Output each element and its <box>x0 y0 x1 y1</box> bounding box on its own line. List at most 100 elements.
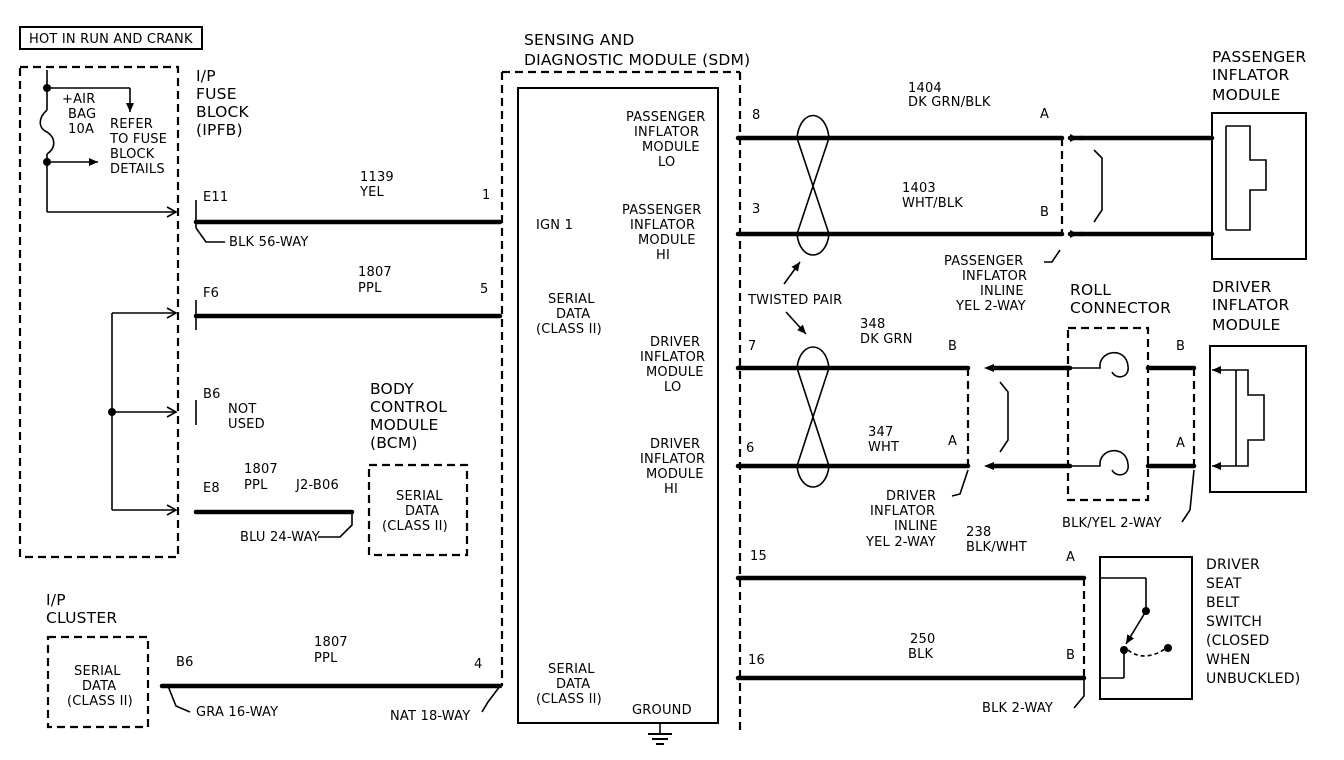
ipfb-block: +AIR BAG 10A REFER TO FUSE BLOCK DETAILS… <box>18 65 250 559</box>
svg-text:DATA: DATA <box>556 307 590 322</box>
svg-text:BLOCK: BLOCK <box>110 147 155 162</box>
svg-text:CONNECTOR: CONNECTOR <box>1070 299 1171 317</box>
twisted-pair-driver <box>796 346 830 488</box>
svg-text:SERIAL: SERIAL <box>74 664 121 679</box>
svg-text:SENSING AND: SENSING AND <box>524 31 635 49</box>
passenger-inflator-module: PASSENGER INFLATOR MODULE <box>1211 48 1307 260</box>
svg-text:INFLATOR: INFLATOR <box>1212 296 1290 314</box>
svg-text:CLUSTER: CLUSTER <box>46 609 117 627</box>
driver-inline-connector: DRIVER INFLATOR INLINE YEL 2-WAY <box>865 364 1073 550</box>
wire-1139: 1139 YEL 1 <box>193 170 503 225</box>
svg-text:PASSENGER: PASSENGER <box>626 110 705 125</box>
sdm-module: SENSING AND DIAGNOSTIC MODULE (SDM) NAT … <box>390 31 750 745</box>
svg-text:B: B <box>948 339 957 354</box>
svg-text:WHT/BLK: WHT/BLK <box>902 196 963 211</box>
svg-text:TO FUSE: TO FUSE <box>109 132 167 147</box>
svg-text:PPL: PPL <box>314 651 338 666</box>
svg-text:YEL 2-WAY: YEL 2-WAY <box>955 299 1026 314</box>
driver-inflator-module: DRIVER INFLATOR MODULE <box>1209 278 1307 493</box>
svg-text:BLOCK: BLOCK <box>196 103 250 121</box>
svg-text:DATA: DATA <box>82 679 116 694</box>
svg-text:A: A <box>1066 550 1075 565</box>
svg-text:DRIVER: DRIVER <box>1206 557 1260 573</box>
svg-text:BODY: BODY <box>370 380 414 398</box>
svg-text:MODULE: MODULE <box>1212 86 1280 104</box>
svg-text:SEAT: SEAT <box>1206 576 1242 592</box>
svg-text:SERIAL: SERIAL <box>548 662 595 677</box>
svg-text:1807: 1807 <box>358 265 392 280</box>
svg-text:(CLASS II): (CLASS II) <box>382 519 448 534</box>
svg-text:1: 1 <box>482 188 490 203</box>
svg-text:INFLATOR: INFLATOR <box>630 218 695 233</box>
svg-text:238: 238 <box>966 525 991 540</box>
svg-text:B: B <box>1040 205 1049 220</box>
svg-text:INFLATOR: INFLATOR <box>640 452 705 467</box>
svg-text:B: B <box>1176 339 1185 354</box>
svg-text:HOT IN RUN AND CRANK: HOT IN RUN AND CRANK <box>29 32 193 47</box>
svg-text:MODULE: MODULE <box>646 467 704 482</box>
svg-text:(CLASS II): (CLASS II) <box>67 694 133 709</box>
svg-text:DATA: DATA <box>556 677 590 692</box>
svg-text:E11: E11 <box>203 190 228 205</box>
svg-text:REFER: REFER <box>110 117 153 132</box>
twisted-pair-label: TWISTED PAIR <box>747 261 842 335</box>
svg-text:1807: 1807 <box>314 635 348 650</box>
svg-text:CONTROL: CONTROL <box>370 398 447 416</box>
svg-text:BLK: BLK <box>908 647 934 662</box>
wire-250: 250 BLK B <box>735 632 1087 681</box>
svg-text:LO: LO <box>664 380 681 395</box>
svg-text:INLINE: INLINE <box>980 284 1024 299</box>
svg-text:BELT: BELT <box>1206 595 1240 611</box>
svg-text:DATA: DATA <box>405 504 439 519</box>
hot-in-run-label: HOT IN RUN AND CRANK <box>19 26 203 50</box>
svg-text:A: A <box>948 434 957 449</box>
fuse-icon <box>39 109 55 155</box>
wire-238: 238 BLK/WHT A <box>735 525 1087 581</box>
svg-text:(IPFB): (IPFB) <box>196 121 243 139</box>
svg-text:INLINE: INLINE <box>894 519 938 534</box>
roll-connector: ROLL CONNECTOR B A BLK/YEL 2-WAY <box>1062 281 1197 531</box>
svg-text:8: 8 <box>752 108 760 123</box>
svg-text:+AIR: +AIR <box>62 92 95 107</box>
svg-text:NOT: NOT <box>228 402 257 417</box>
svg-text:DK GRN: DK GRN <box>860 332 913 347</box>
svg-text:PPL: PPL <box>244 478 268 493</box>
passenger-inline-connector: PASSENGER INFLATOR INLINE YEL 2-WAY <box>944 134 1103 314</box>
svg-text:MODULE: MODULE <box>646 365 704 380</box>
svg-text:PASSENGER: PASSENGER <box>944 254 1023 269</box>
svg-text:LO: LO <box>658 155 675 170</box>
wire-1807-e8: 1807 PPL J2-B06 BLU 24-WAY <box>193 462 355 545</box>
svg-text:INFLATOR: INFLATOR <box>1212 66 1290 84</box>
svg-text:347: 347 <box>868 425 893 440</box>
svg-text:E8: E8 <box>203 481 220 496</box>
svg-text:PASSENGER: PASSENGER <box>1212 48 1306 66</box>
wire-348: 348 DK GRN B <box>735 317 971 371</box>
svg-text:1403: 1403 <box>902 181 936 196</box>
svg-text:B6: B6 <box>176 655 194 670</box>
svg-text:IGN 1: IGN 1 <box>536 218 573 233</box>
svg-text:PPL: PPL <box>358 281 382 296</box>
svg-text:ROLL: ROLL <box>1070 281 1111 299</box>
svg-text:(BCM): (BCM) <box>370 434 418 452</box>
svg-text:348: 348 <box>860 317 885 332</box>
svg-text:INFLATOR: INFLATOR <box>962 269 1027 284</box>
svg-text:FUSE: FUSE <box>196 85 237 103</box>
svg-text:MODULE: MODULE <box>1212 316 1280 334</box>
svg-text:WHEN: WHEN <box>1206 652 1251 668</box>
svg-text:NAT 18-WAY: NAT 18-WAY <box>390 709 470 724</box>
wire-1807-f6: 1807 PPL 5 <box>193 265 503 319</box>
svg-text:USED: USED <box>228 417 265 432</box>
svg-text:(CLOSED: (CLOSED <box>1206 633 1269 649</box>
svg-text:MODULE: MODULE <box>642 140 700 155</box>
svg-text:TWISTED PAIR: TWISTED PAIR <box>747 293 842 308</box>
svg-text:MODULE: MODULE <box>638 233 696 248</box>
svg-text:BLK/YEL 2-WAY: BLK/YEL 2-WAY <box>1062 516 1162 531</box>
svg-text:SERIAL: SERIAL <box>548 292 595 307</box>
svg-text:DRIVER: DRIVER <box>886 489 936 504</box>
svg-text:PASSENGER: PASSENGER <box>622 203 701 218</box>
svg-text:BLK 56-WAY: BLK 56-WAY <box>229 235 309 250</box>
svg-text:(CLASS II): (CLASS II) <box>536 692 602 707</box>
twisted-pair-passenger <box>796 114 830 256</box>
svg-text:GROUND: GROUND <box>632 703 692 718</box>
svg-text:HI: HI <box>656 248 670 263</box>
